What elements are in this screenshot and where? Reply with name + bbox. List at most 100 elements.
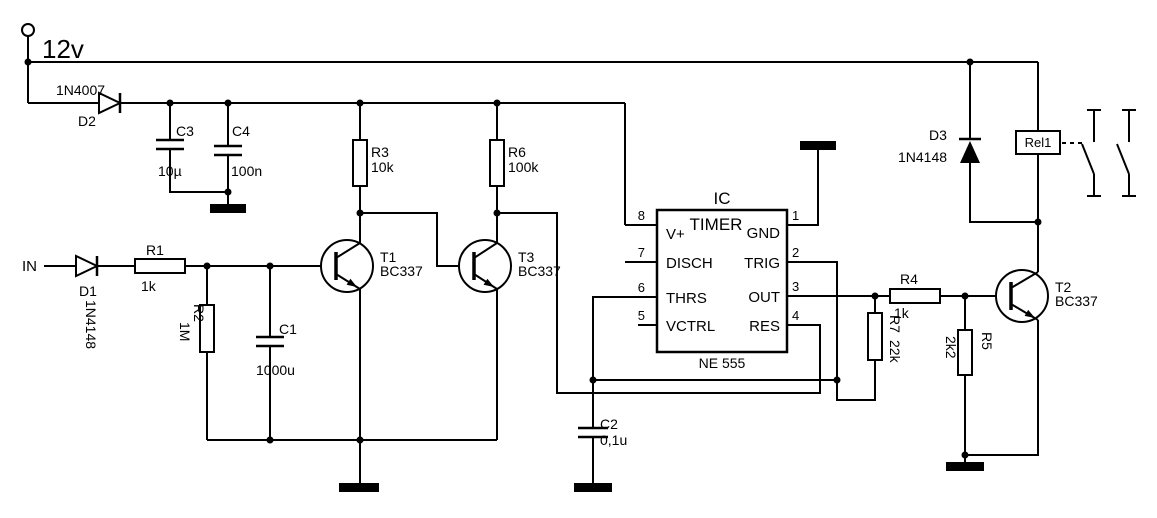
resistor-body — [352, 139, 368, 187]
transistor-t3: T3 BC337 — [458, 239, 561, 293]
ic-body — [655, 208, 789, 354]
r2-value: 1M — [177, 322, 193, 341]
pin5-label: VCTRL — [666, 318, 715, 335]
emitter-arrow-icon — [1024, 309, 1035, 318]
pin2-label: TRIG — [744, 255, 780, 272]
r3-ref: R3 — [371, 144, 389, 160]
pin5-number: 5 — [638, 308, 645, 323]
t3-ref: T3 — [518, 249, 535, 265]
ground-symbol — [210, 204, 246, 213]
resistor-body — [489, 139, 505, 187]
resistor-r5: R5 2k2 — [943, 329, 995, 376]
pin4-label: RES — [749, 318, 780, 335]
diode-d1: D1 1N4148 — [75, 254, 100, 349]
pin1-number: 1 — [792, 208, 799, 223]
d2-ref: D2 — [78, 113, 96, 129]
resistor-r4: R4 1k — [889, 271, 941, 321]
r6-ref: R6 — [508, 144, 526, 160]
emitter-arrow-icon — [346, 278, 357, 287]
c3-ref: C3 — [176, 123, 194, 139]
r5-value: 2k2 — [943, 336, 959, 359]
ground-symbol — [574, 483, 612, 492]
diode-icon — [75, 254, 100, 278]
r5-ref: R5 — [979, 332, 995, 350]
ground-symbol — [946, 462, 984, 471]
capacitor-c4: C4 100n — [214, 123, 262, 179]
resistor-body — [134, 258, 186, 274]
relay-coil-body — [1015, 130, 1061, 155]
resistor-body — [889, 288, 941, 304]
pin7-label: DISCH — [666, 255, 713, 272]
junction-dots — [24, 58, 1042, 459]
resistor-r2: R2 1M — [177, 304, 215, 353]
transistor-body — [995, 269, 1049, 323]
r3-value: 10k — [371, 159, 395, 175]
d1-value: 1N4148 — [83, 300, 99, 349]
pin7-number: 7 — [638, 245, 645, 260]
transistor-body — [320, 239, 374, 293]
pin8-label: V+ — [666, 226, 685, 243]
input-label: IN — [22, 258, 37, 275]
ic-subtitle: NE 555 — [699, 355, 746, 371]
c2-ref: C2 — [600, 416, 618, 432]
d3-ref: D3 — [929, 127, 947, 143]
relay-rel1: Rel1 — [1015, 109, 1136, 197]
t3-value: BC337 — [518, 263, 561, 279]
t1-value: BC337 — [380, 263, 423, 279]
pin8-number: 8 — [638, 208, 645, 223]
ic-ne555: IC TIMER NE 555 8 7 6 5 1 2 3 4 V+ DISCH… — [638, 189, 799, 371]
pin1-label: GND — [747, 225, 781, 242]
t2-ref: T2 — [1055, 279, 1072, 295]
r7-ref: R7 — [887, 315, 903, 333]
r4-ref: R4 — [900, 271, 918, 287]
rel1-ref: Rel1 — [1025, 135, 1052, 150]
capacitor-c3: C3 10µ — [156, 123, 194, 179]
ground-symbol — [339, 483, 379, 492]
t2-value: BC337 — [1055, 293, 1098, 309]
transistor-t2: T2 BC337 — [995, 269, 1098, 323]
supply-terminal: 12v — [21, 23, 84, 64]
resistor-body — [867, 312, 883, 361]
pin6-label: THRS — [666, 290, 707, 307]
diode-icon — [98, 91, 123, 115]
pin6-number: 6 — [638, 280, 645, 295]
r1-ref: R1 — [146, 242, 164, 258]
t1-ref: T1 — [380, 249, 397, 265]
diode-d2: 1N4007 D2 — [56, 82, 123, 129]
pin3-number: 3 — [792, 279, 799, 294]
capacitor-c1: C1 1000u — [256, 321, 297, 378]
pin3-label: OUT — [748, 289, 780, 306]
r2-ref: R2 — [191, 304, 207, 322]
r1-value: 1k — [141, 278, 157, 294]
transistor-t1: T1 BC337 — [320, 239, 423, 293]
c1-value: 1000u — [256, 362, 295, 378]
c1-ref: C1 — [279, 321, 297, 337]
relay-contacts-icon — [1081, 109, 1136, 197]
c3-value: 10µ — [158, 163, 182, 179]
c2-value: 0,1u — [600, 432, 627, 448]
diode-d3: D3 1N4148 — [898, 127, 981, 165]
ic-part-label: TIMER — [690, 215, 743, 234]
pin2-number: 2 — [792, 245, 799, 260]
resistor-body — [957, 329, 973, 376]
capacitor-c2: C2 0,1u — [578, 416, 627, 448]
ic-designator: IC — [714, 189, 731, 208]
diode-icon — [960, 141, 980, 163]
c4-ref: C4 — [232, 123, 250, 139]
d2-value: 1N4007 — [56, 82, 105, 98]
resistor-r7: R7 22k — [867, 312, 903, 364]
resistor-r6: R6 100k — [489, 139, 539, 187]
d1-ref: D1 — [79, 283, 97, 299]
r4-value: 1k — [894, 305, 910, 321]
transistor-body — [458, 239, 512, 293]
pin4-number: 4 — [792, 308, 799, 323]
ground-symbol — [800, 141, 836, 150]
r6-value: 100k — [508, 159, 539, 175]
emitter-arrow-icon — [483, 278, 494, 287]
resistor-r1: R1 1k — [134, 242, 186, 294]
c4-value: 100n — [231, 163, 262, 179]
resistor-body — [199, 304, 215, 353]
r7-value: 22k — [887, 340, 903, 364]
